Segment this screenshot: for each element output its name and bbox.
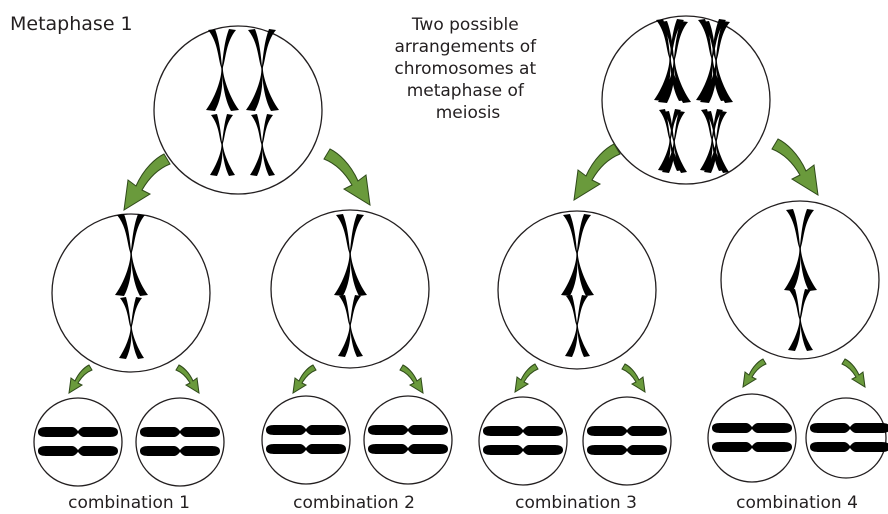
arrow-icon <box>176 365 199 393</box>
product-cell <box>708 394 796 482</box>
arrow-icon <box>842 359 865 387</box>
arrow-icon <box>515 364 538 392</box>
product-cell <box>136 398 224 486</box>
page-title: Metaphase 1 <box>10 13 133 35</box>
daughter-cell <box>52 211 210 372</box>
daughter-cell <box>721 201 879 359</box>
arrow-icon <box>324 149 370 205</box>
combination-label: combination 2 <box>293 493 415 513</box>
daughter-cell <box>271 210 429 368</box>
caption-line: metaphase of <box>407 81 525 101</box>
arrow-icon <box>574 144 620 200</box>
caption-line: meiosis <box>436 103 501 123</box>
parent-cell-right <box>602 16 770 184</box>
combination-label: combination 1 <box>68 493 190 513</box>
combination-label: combination 4 <box>736 493 858 513</box>
combination-label: combination 3 <box>515 493 637 513</box>
product-cell <box>479 397 567 485</box>
arrow-icon <box>293 365 316 393</box>
product-cell <box>583 397 671 485</box>
caption: Two possible arrangements of chromosomes… <box>394 15 541 123</box>
arrow-icon <box>400 365 423 393</box>
product-cell <box>806 398 888 478</box>
arrow-icon <box>69 365 92 393</box>
arrow-icon <box>622 364 645 392</box>
arrow-icon <box>772 139 818 195</box>
caption-line: chromosomes at <box>394 59 536 79</box>
product-cell <box>34 398 122 486</box>
daughter-cell <box>498 211 656 369</box>
arrow-icon <box>743 359 766 387</box>
arrow-icon <box>124 154 170 210</box>
parent-cell-left <box>154 26 322 194</box>
caption-line: arrangements of <box>394 37 537 57</box>
product-cell <box>364 396 452 484</box>
product-cell <box>262 396 350 484</box>
caption-line: Two possible <box>411 15 519 35</box>
